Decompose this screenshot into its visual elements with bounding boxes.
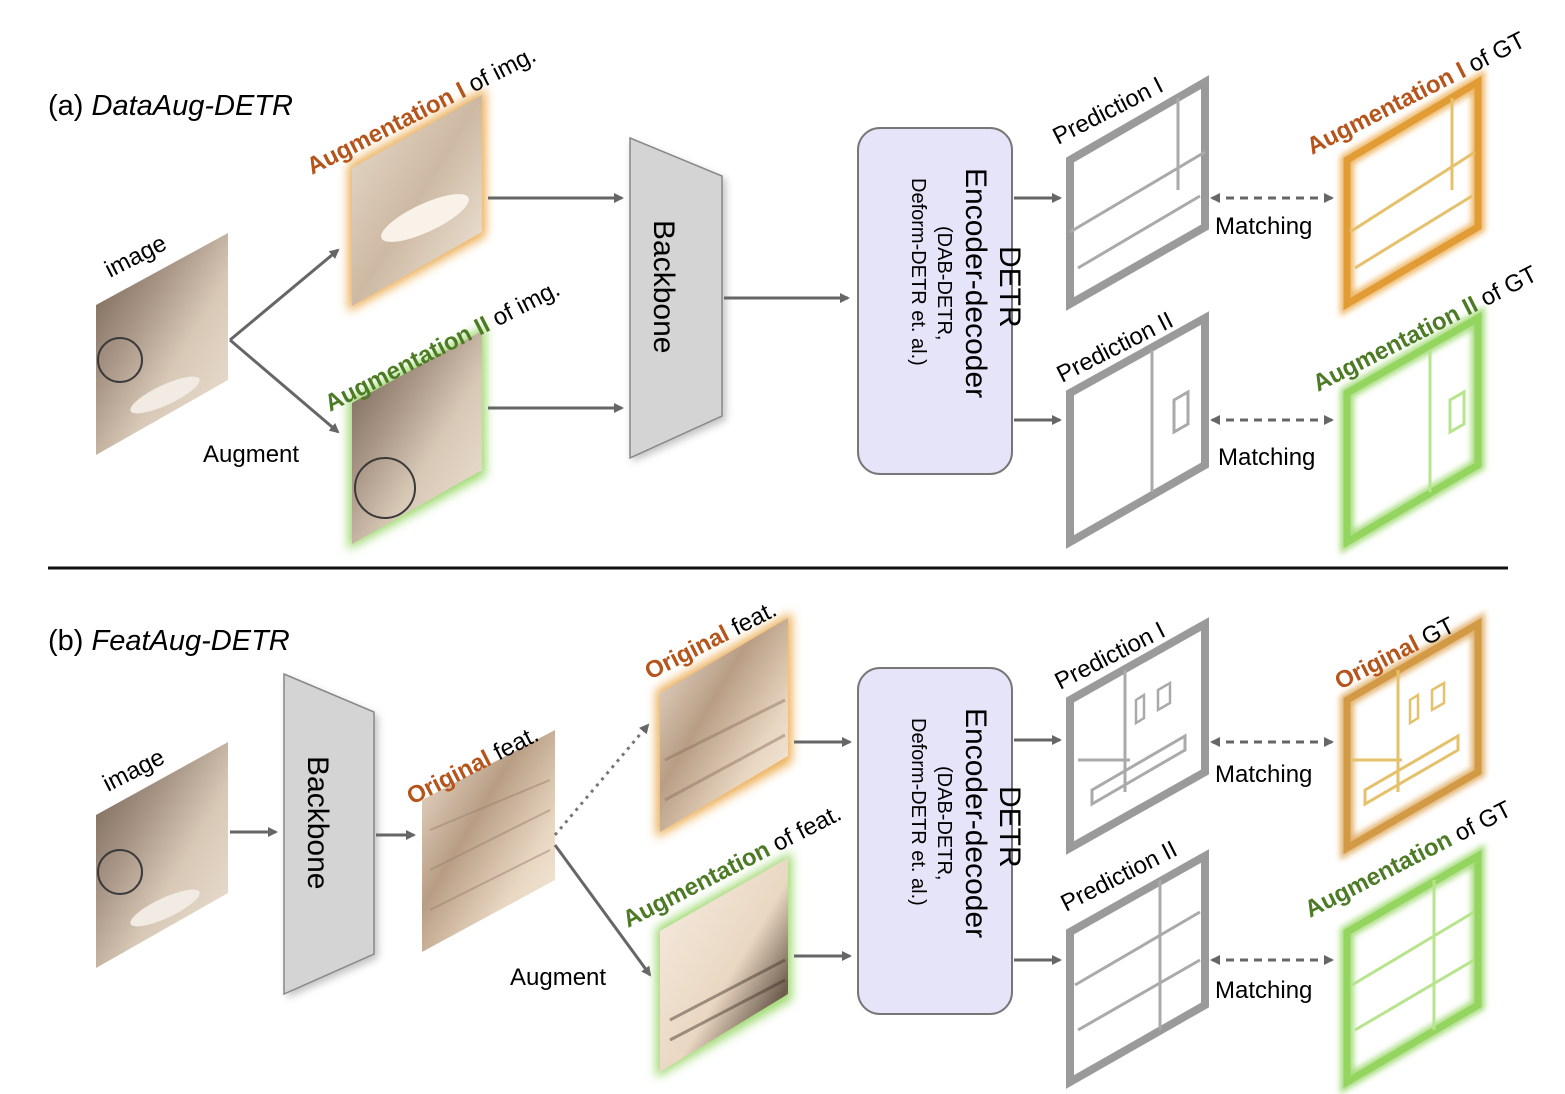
detr-line4: Deform-DETR et. al.) [907,178,929,366]
section-b-title: (b) FeatAug-DETR [48,625,290,657]
gt-2-frame-b [1340,843,1485,1094]
augment-label-a: Augment [203,441,299,468]
augmentation-2-image [348,325,486,550]
augmented-feature-map [656,852,792,1078]
augmentation-1-image [348,88,486,312]
matching-label-2-b: Matching [1215,977,1312,1004]
prediction-2-frame-b [1066,849,1209,1089]
arrow-to-augmented-feat [553,844,652,977]
section-a-title: (a) DataAug-DETR [48,90,293,122]
matching-label-1-a: Matching [1215,213,1312,240]
prediction-1-frame-a [1066,75,1209,311]
prediction-2-frame-a [1066,311,1209,549]
detr-line1: DETR [993,786,1026,868]
prediction-1-frame-b [1066,617,1209,855]
input-image-b [96,742,228,968]
gt-2-frame-a [1340,305,1485,555]
photo-thumbnail [96,742,228,968]
detr-box-b [857,667,1013,1015]
photo-thumbnail [96,233,228,455]
bicycle-wheel-icon [97,337,143,383]
gt1-caption-a: Augmentation I of GT [1302,27,1530,161]
detr-label-b: DETR Encoder-decoder (DAB-DETR, Deform-D… [907,708,1026,938]
original-feature-map-top [656,612,792,838]
detr-line3: (DAB-DETR, [933,766,955,880]
input-image-a [96,233,228,455]
gt-1-frame-a [1340,69,1485,317]
dog-shape [130,889,200,927]
bicycle-wheel-icon [97,849,143,895]
detr-line4: Deform-DETR et. al.) [907,718,929,906]
arrow-to-original-feat [553,723,650,836]
detr-box-a [857,127,1013,475]
arrow-to-aug2 [229,338,340,434]
original-feature-map [422,730,555,952]
backbone-label-b: Backbone [301,756,334,889]
matching-label-1-b: Matching [1215,761,1312,788]
detr-line1: DETR [993,246,1026,328]
detr-label-a: DETR Encoder-decoder (DAB-DETR, Deform-D… [907,168,1026,398]
dog-shape [130,376,200,414]
backbone-b [283,672,378,998]
detr-line3: (DAB-DETR, [933,226,955,340]
dog-shape [381,194,469,242]
matching-label-2-a: Matching [1218,444,1315,471]
arrow-to-aug1 [229,248,340,342]
backbone-a [629,136,726,462]
backbone-label-a: Backbone [647,220,680,353]
gt-1-frame-b [1340,611,1485,861]
detr-line2: Encoder-decoder [959,168,992,398]
detr-line2: Encoder-decoder [959,708,992,938]
augment-label-b: Augment [510,964,606,991]
bicycle-wheel-icon [354,457,416,519]
